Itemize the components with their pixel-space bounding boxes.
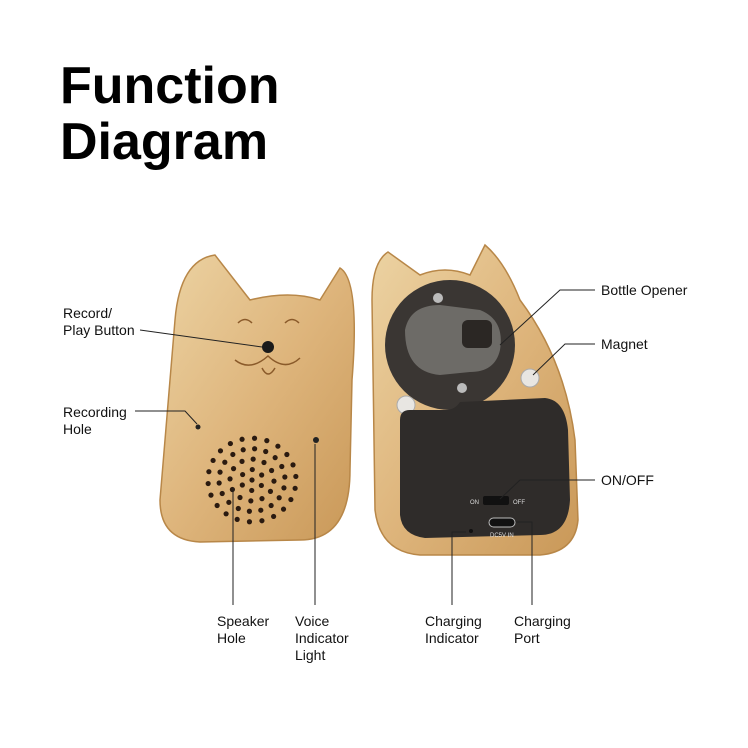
speaker-hole <box>240 447 246 453</box>
speaker-hole <box>272 455 278 461</box>
speaker-hole <box>205 480 211 487</box>
speaker-hole <box>219 490 225 497</box>
label-voice-light: Voice Indicator Light <box>295 613 349 663</box>
title-line-2: Diagram <box>60 113 269 171</box>
speaker-hole <box>226 499 232 505</box>
speaker-hole <box>217 469 223 475</box>
back-device: ON OFF DC5V IN <box>371 243 579 556</box>
speaker-hole <box>292 485 298 491</box>
leader-lines <box>135 289 595 605</box>
charging-port[interactable] <box>488 517 516 528</box>
speaker-hole <box>288 496 294 503</box>
speaker-hole <box>252 446 258 452</box>
label-speaker-hole: Speaker Hole <box>217 613 270 646</box>
speaker-hole <box>251 435 258 441</box>
speaker-hole <box>263 448 269 455</box>
speaker-hole <box>239 458 245 464</box>
speaker-hole <box>227 440 233 447</box>
switch-off-text: OFF <box>513 500 525 506</box>
cat-face <box>234 318 301 375</box>
speaker-hole <box>259 518 265 524</box>
speaker-hole <box>246 508 252 514</box>
speaker-hole <box>222 459 228 465</box>
speaker-hole <box>239 482 245 488</box>
speaker-hole <box>258 482 264 489</box>
speaker-hole <box>281 485 287 491</box>
label-charging-indicator: Charging Indicator <box>425 613 482 646</box>
speaker-hole <box>276 495 282 501</box>
label-record-play: Record/ Play Button <box>63 305 135 338</box>
charging-indicator <box>469 529 473 533</box>
speaker-hole <box>259 496 265 502</box>
switch-on-text: ON <box>470 500 479 506</box>
speaker-hole <box>267 488 274 494</box>
speaker-hole <box>237 494 243 501</box>
speaker-hole <box>216 480 222 486</box>
speaker-hole <box>230 466 237 472</box>
speaker-hole <box>248 498 254 504</box>
speaker-hole <box>271 513 277 520</box>
label-on-off: ON/OFF <box>601 472 654 488</box>
speaker-hole <box>210 457 216 464</box>
speaker-hole <box>293 473 299 480</box>
speaker-hole <box>290 462 296 468</box>
speaker-hole <box>268 502 274 509</box>
speaker-hole <box>279 463 285 470</box>
label-magnet: Magnet <box>601 336 648 352</box>
speaker-hole <box>240 471 246 478</box>
speaker-hole <box>227 476 233 482</box>
label-charging-port: Charging Port <box>514 613 571 646</box>
speaker-hole <box>235 505 241 512</box>
port-text: DC5V IN <box>490 533 514 539</box>
speaker-hole <box>264 438 270 444</box>
speaker-hole <box>284 451 290 458</box>
speaker-hole <box>269 467 275 474</box>
speaker-hole <box>223 511 229 517</box>
speaker-hole <box>275 443 281 449</box>
speaker-hole <box>229 486 235 493</box>
speaker-hole <box>230 451 236 458</box>
speaker-hole <box>271 478 277 484</box>
front-device <box>159 254 356 543</box>
speaker-hole <box>206 469 212 475</box>
speaker-hole <box>259 472 265 478</box>
speaker-hole <box>214 502 220 509</box>
speaker-hole <box>282 474 288 480</box>
speaker-hole <box>234 516 240 522</box>
speaker-hole <box>258 507 264 513</box>
label-recording-hole: Recording Hole <box>63 404 127 437</box>
record-play-button[interactable] <box>262 341 274 353</box>
speaker-hole <box>249 466 255 473</box>
speaker-hole <box>217 448 224 454</box>
back-panel <box>400 398 570 538</box>
speaker-holes <box>205 435 299 525</box>
speaker-hole <box>249 477 255 483</box>
speaker-hole <box>249 487 255 494</box>
speaker-hole <box>280 506 287 512</box>
recording-hole <box>195 424 201 430</box>
speaker-hole <box>208 492 214 498</box>
speaker-hole <box>239 436 245 442</box>
speaker-hole <box>246 519 253 525</box>
on-off-switch[interactable] <box>483 496 509 505</box>
speaker-hole <box>261 459 267 466</box>
label-bottle-opener: Bottle Opener <box>601 282 688 298</box>
speaker-hole <box>250 456 256 462</box>
voice-indicator-light <box>313 437 319 443</box>
title-line-1: Function <box>60 57 280 115</box>
